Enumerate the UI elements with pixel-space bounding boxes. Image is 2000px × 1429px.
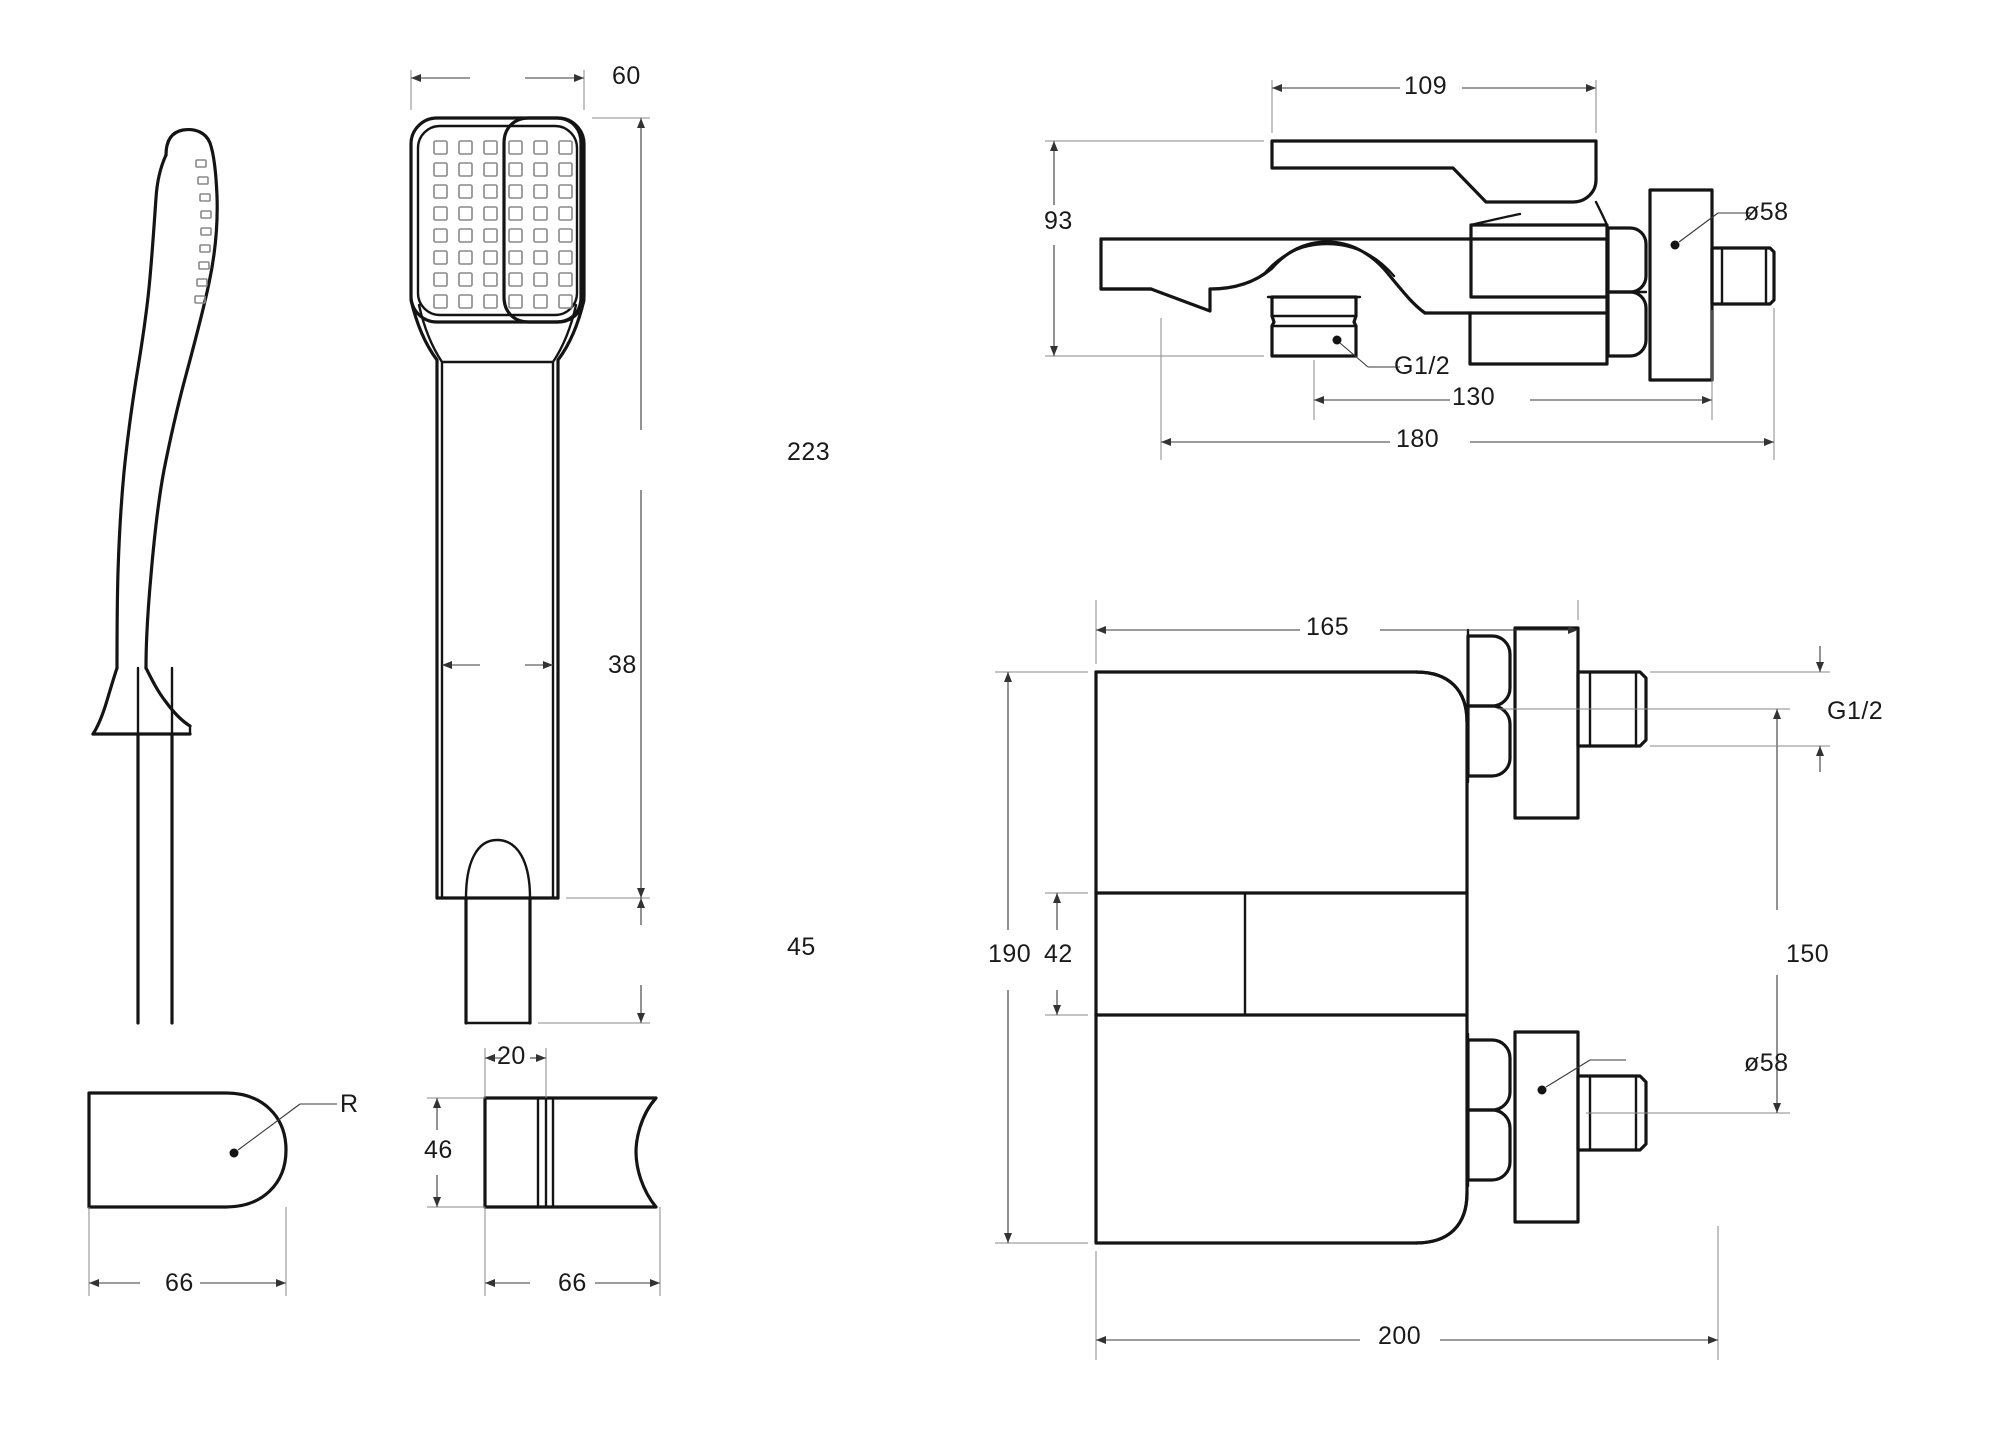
dimension-label-escutcheon-diameter-bottom: ø58 [1744, 1049, 1789, 1077]
dimension-label-mixer-lever-length: 109 [1404, 72, 1448, 100]
dimension-label-handset-body-height: 223 [787, 438, 831, 466]
handset-front-view [409, 116, 586, 1025]
handset-side-view [91, 127, 219, 1025]
dimension-label-mixer-depth-130: 130 [1452, 383, 1496, 411]
bracket-side-view [427, 1048, 661, 1296]
dimension-label-handset-handle-width: 38 [608, 651, 637, 679]
dimension-label-front-body-width: 165 [1306, 613, 1350, 641]
dimension-label-bracket-depth: 66 [558, 1269, 587, 1297]
dimension-label-front-total-height: 190 [988, 940, 1032, 968]
dimension-label-mixer-depth-180: 180 [1396, 425, 1440, 453]
dimension-label-bracket-radius: R [340, 1090, 359, 1118]
dimension-label-thread-g12-front: G1/2 [1827, 697, 1884, 725]
dimension-label-front-body-height: 42 [1044, 940, 1073, 968]
handset-dimension-lines [410, 70, 650, 1024]
dimension-label-handset-head-width: 60 [612, 62, 641, 90]
dimension-label-escutcheon-diameter-top: ø58 [1744, 198, 1789, 226]
dimension-label-handset-stem-length: 45 [787, 933, 816, 961]
dimension-label-front-center-distance: 150 [1786, 940, 1830, 968]
mixer-front-dimension-lines [995, 600, 1830, 1360]
mixer-side-dimension-lines [1045, 80, 1775, 460]
dimension-label-thread-g12-side: G1/2 [1394, 352, 1451, 380]
dimension-label-bracket-height: 46 [424, 1136, 453, 1164]
dimension-label-bracket-plate-depth: 20 [497, 1042, 526, 1070]
mixer-front-view [1094, 626, 1680, 1245]
bracket-top-view [87, 1091, 337, 1296]
mixer-side-view [1099, 139, 1776, 382]
dimension-label-front-total-width: 200 [1378, 1322, 1422, 1350]
dimension-label-bracket-width: 66 [165, 1269, 194, 1297]
dimension-label-mixer-spout-height: 93 [1044, 207, 1073, 235]
